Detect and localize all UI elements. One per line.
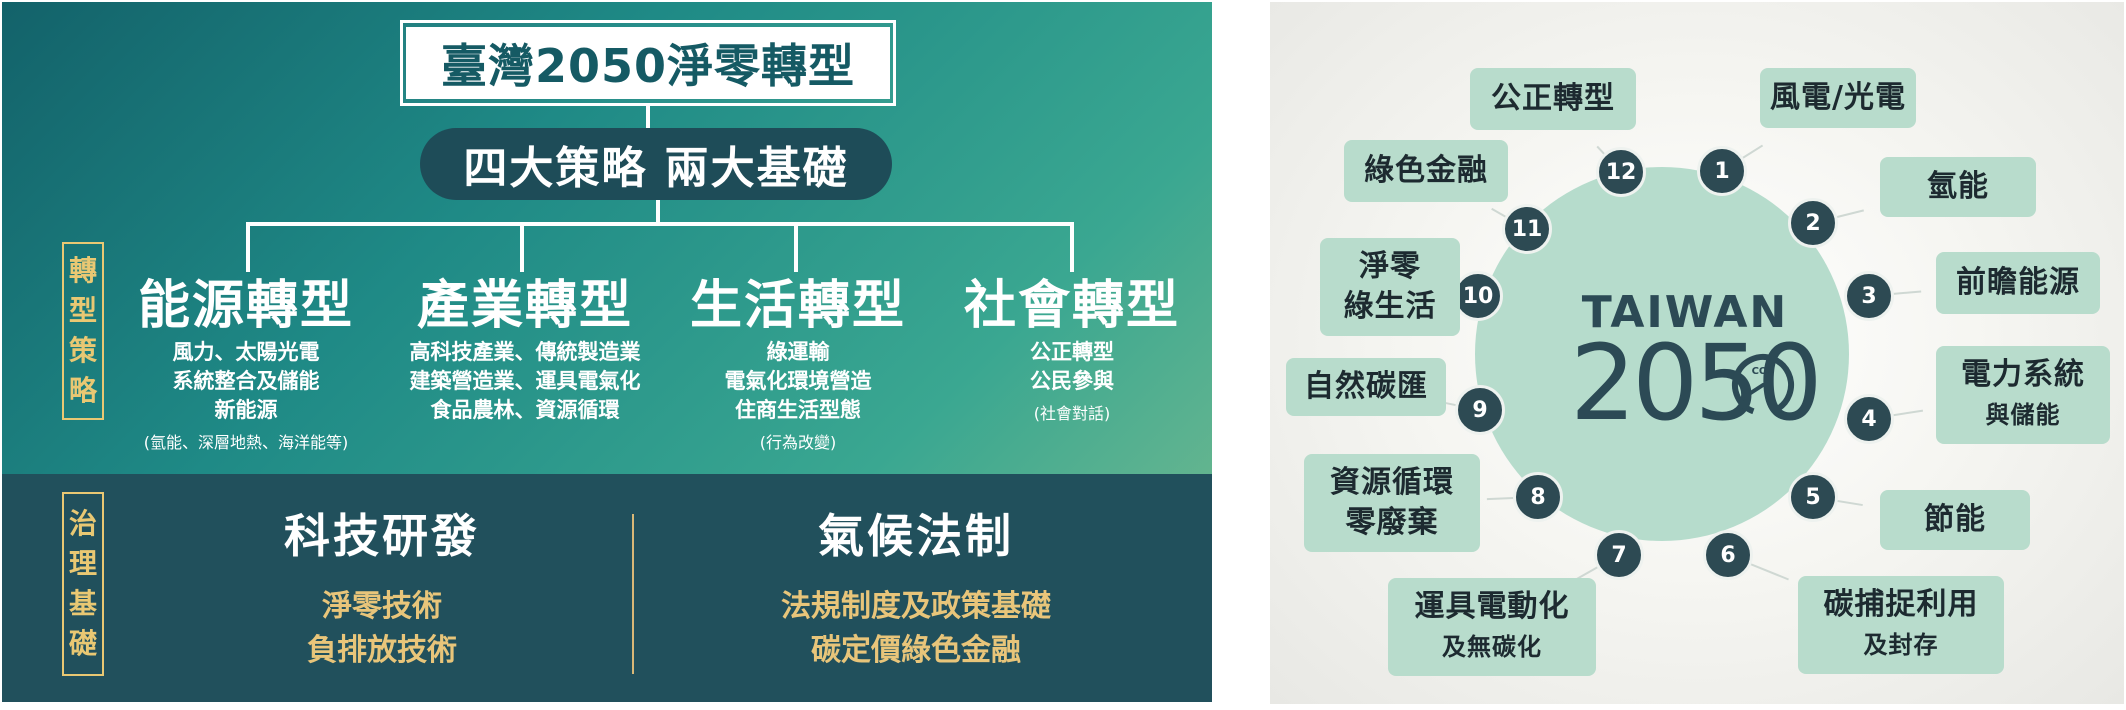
foundation-item: 法規制度及政策基礎 — [781, 589, 1051, 624]
strategy-note: (社會對話) — [1033, 404, 1111, 423]
page-title: 臺灣2050淨零轉型 — [406, 27, 890, 99]
co2-label: CO2 — [1752, 366, 1775, 377]
tree-line-horizontal — [246, 222, 1074, 226]
node-8: 8 — [1513, 472, 1563, 522]
node-9: 9 — [1455, 385, 1505, 435]
tag-green-finance: 綠色金融 — [1344, 140, 1508, 202]
strategy-heading: 生活轉型 — [689, 276, 906, 336]
tree-line-branch-4 — [1070, 222, 1074, 272]
node-7: 7 — [1594, 530, 1644, 580]
node-2: 2 — [1788, 198, 1838, 248]
foundation-item: 淨零技術 — [322, 589, 442, 624]
strategy-side-label: 轉 型 策 略 — [62, 242, 104, 420]
foundation-heading: 科技研發 — [284, 509, 480, 563]
foundation-divider — [632, 514, 634, 674]
strategy-note: (行為改變) — [759, 433, 837, 452]
strategy-heading: 能源轉型 — [137, 276, 354, 336]
strategy-society: 社會轉型 公正轉型 公民參與 (社會對話) — [942, 274, 1202, 428]
strategy-industry: 產業轉型 高科技產業、傳統製造業 建築營造業、運具電氣化 食品農林、資源循環 — [377, 274, 673, 425]
tag-net-zero-green-living: 淨零綠生活 — [1320, 238, 1460, 336]
strategy-item: 風力、太陽光電 — [172, 340, 320, 364]
foundation-heading: 氣候法制 — [818, 509, 1014, 563]
foundation-item: 負排放技術 — [307, 633, 457, 668]
tree-line-branch-3 — [794, 222, 798, 272]
key-strategies-panel: TAIWAN 2050 CO2 1 2 3 4 5 6 7 8 9 10 11 … — [1270, 2, 2124, 704]
co2-gauge-icon: CO2 — [1732, 354, 1794, 416]
tag-power-storage: 電力系統與儲能 — [1936, 346, 2110, 444]
strategy-item: 綠運輸 — [766, 340, 830, 364]
tree-line-branch-1 — [246, 222, 250, 272]
foundation-side-label: 治 理 基 礎 — [62, 492, 104, 676]
node-6: 6 — [1703, 530, 1753, 580]
tag-just-transition: 公正轉型 — [1470, 68, 1636, 130]
strategy-item: 食品農林、資源循環 — [430, 398, 620, 422]
tree-line-branch-2 — [520, 222, 524, 272]
tag-ccus: 碳捕捉利用及封存 — [1798, 576, 2004, 674]
strategy-item: 住商生活型態 — [735, 398, 861, 422]
strategy-heading: 社會轉型 — [963, 276, 1180, 336]
strategy-item: 系統整合及儲能 — [172, 369, 320, 393]
foundation-section — [2, 474, 1212, 702]
strategy-item: 高科技產業、傳統製造業 — [409, 340, 641, 364]
tag-wind-solar: 風電/光電 — [1760, 68, 1916, 128]
strategy-item: 公正轉型 — [1030, 340, 1114, 364]
tag-resource-cycle: 資源循環零廢棄 — [1304, 454, 1480, 552]
strategy-item: 新能源 — [214, 398, 278, 422]
logo-word: TAIWAN — [1581, 287, 1789, 338]
node-12: 12 — [1596, 147, 1646, 197]
tree-line-stem-top — [646, 106, 650, 128]
tag-vehicle-electrification: 運具電動化及無碳化 — [1388, 578, 1596, 676]
node-5: 5 — [1788, 472, 1838, 522]
node-10: 10 — [1453, 271, 1503, 321]
tag-forward-energy: 前瞻能源 — [1936, 252, 2100, 314]
foundation-legal: 氣候法制 法規制度及政策基礎 碳定價綠色金融 — [696, 507, 1136, 673]
tree-line-stem — [656, 200, 660, 224]
tag-energy-saving: 節能 — [1880, 490, 2030, 550]
strategy-diagram-panel: 臺灣2050淨零轉型 四大策略 兩大基礎 轉 型 策 略 能源轉型 風力、太陽光… — [2, 2, 1212, 702]
strategy-note: (氫能、深層地熱、海洋能等) — [143, 433, 349, 452]
subtitle-pill: 四大策略 兩大基礎 — [420, 128, 892, 200]
tag-hydrogen: 氫能 — [1880, 157, 2036, 217]
strategy-heading: 產業轉型 — [416, 276, 633, 336]
strategy-item: 公民參與 — [1030, 369, 1114, 393]
strategy-item: 建築營造業、運具電氣化 — [409, 369, 641, 393]
foundation-research: 科技研發 淨零技術 負排放技術 — [162, 507, 602, 673]
node-1: 1 — [1697, 146, 1747, 196]
foundation-item: 碳定價綠色金融 — [811, 633, 1021, 668]
strategy-item: 電氣化環境營造 — [724, 369, 872, 393]
node-4: 4 — [1844, 394, 1894, 444]
title-box: 臺灣2050淨零轉型 — [400, 20, 896, 106]
tag-natural-carbon-sink: 自然碳匯 — [1286, 358, 1446, 416]
strategy-lifestyle: 生活轉型 綠運輸 電氣化環境營造 住商生活型態 (行為改變) — [668, 274, 928, 457]
node-3: 3 — [1844, 271, 1894, 321]
strategy-energy: 能源轉型 風力、太陽光電 系統整合及儲能 新能源 (氫能、深層地熱、海洋能等) — [116, 274, 376, 457]
node-11: 11 — [1502, 204, 1552, 254]
